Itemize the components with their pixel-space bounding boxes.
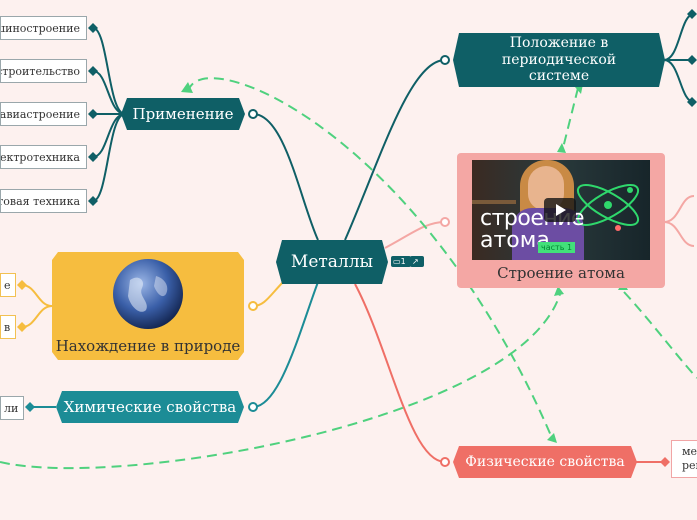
video-tag: часть 1 [538, 242, 576, 253]
leaf-application-4[interactable]: электротехника [0, 145, 87, 169]
branch-chemical-label: Химические свойства [63, 398, 237, 416]
branch-physical[interactable]: Физические свойства [453, 446, 637, 478]
link-icon[interactable]: ↗ [410, 256, 424, 267]
branch-periodic[interactable]: Положение в периодической системе [453, 33, 665, 87]
branch-nature-label: Нахождение в природе [55, 337, 241, 355]
earth-image [113, 259, 183, 329]
branch-physical-label: Физические свойства [465, 453, 625, 470]
leaf-application-1[interactable]: машиностроение [0, 16, 87, 40]
branch-atom-label: Строение атома [497, 264, 625, 282]
leaf-physical-1[interactable]: мет реш [671, 440, 697, 478]
leaf-application-3[interactable]: авиастроение [0, 102, 87, 126]
branch-nature-label-box: Нахождение в природе [52, 334, 244, 358]
central-topic[interactable]: Металлы [276, 240, 388, 284]
branch-atom-label-box: Строение атома [457, 262, 665, 284]
leaf-chemical-1[interactable]: ли [0, 396, 24, 420]
atom-icon [576, 184, 640, 231]
central-topic-label: Металлы [290, 251, 374, 272]
branch-application[interactable]: Применение [121, 98, 245, 130]
leaf-nature-1[interactable]: е [0, 273, 16, 297]
comment-icon[interactable]: ▭1 [391, 256, 411, 267]
video-thumbnail[interactable]: строение атома часть 1 [472, 160, 650, 260]
leaf-nature-2[interactable]: в [0, 315, 16, 339]
comment-count: 1 [400, 257, 406, 266]
leaf-application-2[interactable]: строительство [0, 59, 87, 83]
branch-periodic-label: Положение в периодической системе [501, 34, 617, 85]
video-title-2: атома [480, 228, 550, 253]
branch-chemical[interactable]: Химические свойства [56, 391, 244, 423]
leaf-application-5[interactable]: бытовая техника [0, 189, 87, 213]
play-icon[interactable] [544, 198, 576, 222]
branch-application-label: Применение [132, 105, 234, 123]
